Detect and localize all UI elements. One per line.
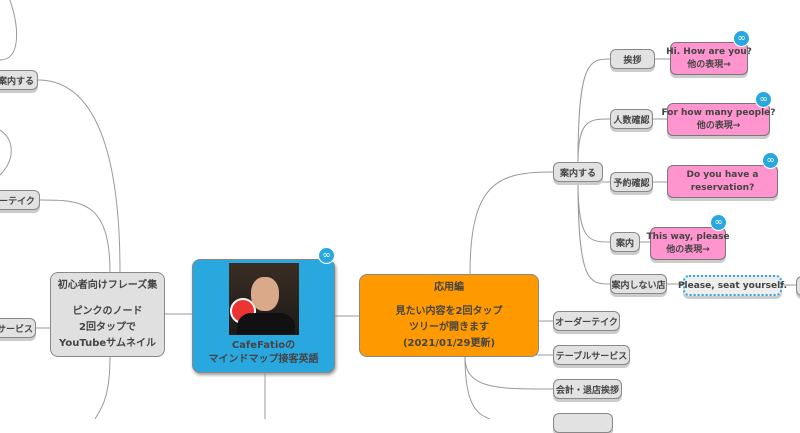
node-title: 応用編 [434, 281, 464, 293]
more-link[interactable]: 他の表現→ [666, 244, 710, 255]
profile-photo [228, 263, 299, 335]
link-icon[interactable]: ∞ [710, 214, 727, 231]
node-text: ツリーが開きます [409, 321, 489, 333]
party-size-phrase-node[interactable]: For how many people? 他の表現→ [661, 103, 776, 136]
node-text: YouTubeサムネイル [59, 337, 156, 349]
link-icon[interactable]: ∞ [733, 30, 750, 47]
root-subtitle: マインドマップ接客英語 [208, 354, 319, 365]
root-title: CafeFatioの [231, 340, 296, 351]
partial-node[interactable] [796, 276, 800, 296]
seating-phrase-node[interactable]: This way, please 他の表現→ [646, 227, 730, 260]
link-icon[interactable]: ∞ [755, 91, 772, 108]
right-child-order[interactable]: オーダーテイク [553, 311, 620, 331]
right-child-checkout[interactable]: 会計・退店挨拶 [553, 379, 622, 399]
link-icon[interactable]: ∞ [762, 152, 779, 169]
phrase: Do you have a [686, 169, 759, 180]
node-title: 初心者向けフレーズ集 [57, 279, 158, 291]
root-node[interactable]: CafeFatioの マインドマップ接客英語 [192, 259, 335, 373]
right-child-table[interactable]: テーブルサービス [553, 345, 630, 365]
greeting-node[interactable]: 挨拶 [610, 49, 655, 69]
left-child-order[interactable]: ーテイク [0, 190, 40, 210]
self-seating-phrase-node[interactable]: Please, seat yourself. [678, 275, 787, 296]
reservation-node[interactable]: 予約確認 [610, 172, 653, 192]
node-text: ピンクのノード [72, 305, 143, 317]
more-link[interactable]: 他の表現→ [687, 59, 731, 70]
left-child-guide[interactable]: 案内する [0, 70, 38, 90]
phrase: This way, please [646, 231, 730, 242]
left-child-service[interactable]: サービス [0, 318, 36, 338]
advanced-node[interactable]: 応用編 見たい内容を2回タップ ツリーが開きます (2021/01/29更新) [359, 274, 539, 357]
phrase: For how many people? [661, 107, 776, 118]
node-text: (2021/01/29更新) [402, 337, 496, 349]
node-text: 2回タップで [79, 321, 136, 333]
phrase: Hi. How are you? [666, 46, 752, 57]
party-size-node[interactable]: 人数確認 [610, 109, 653, 129]
beginner-phrases-node[interactable]: 初心者向けフレーズ集 ピンクのノード 2回タップで YouTubeサムネイル [50, 272, 165, 357]
self-seating-node[interactable]: 案内しない店 [610, 274, 667, 294]
phrase-cont: reservation? [690, 182, 755, 193]
more-link[interactable]: 他の表現→ [696, 120, 741, 131]
seating-node[interactable]: 案内 [610, 232, 640, 252]
greeting-phrase-node[interactable]: Hi. How are you? 他の表現→ [666, 42, 752, 75]
right-child-partial[interactable] [553, 413, 613, 433]
link-icon[interactable]: ∞ [318, 247, 335, 264]
reservation-phrase-node[interactable]: Do you have a reservation? [667, 165, 778, 198]
node-text: 見たい内容を2回タップ [395, 305, 503, 317]
right-child-guide[interactable]: 案内する [553, 162, 603, 182]
